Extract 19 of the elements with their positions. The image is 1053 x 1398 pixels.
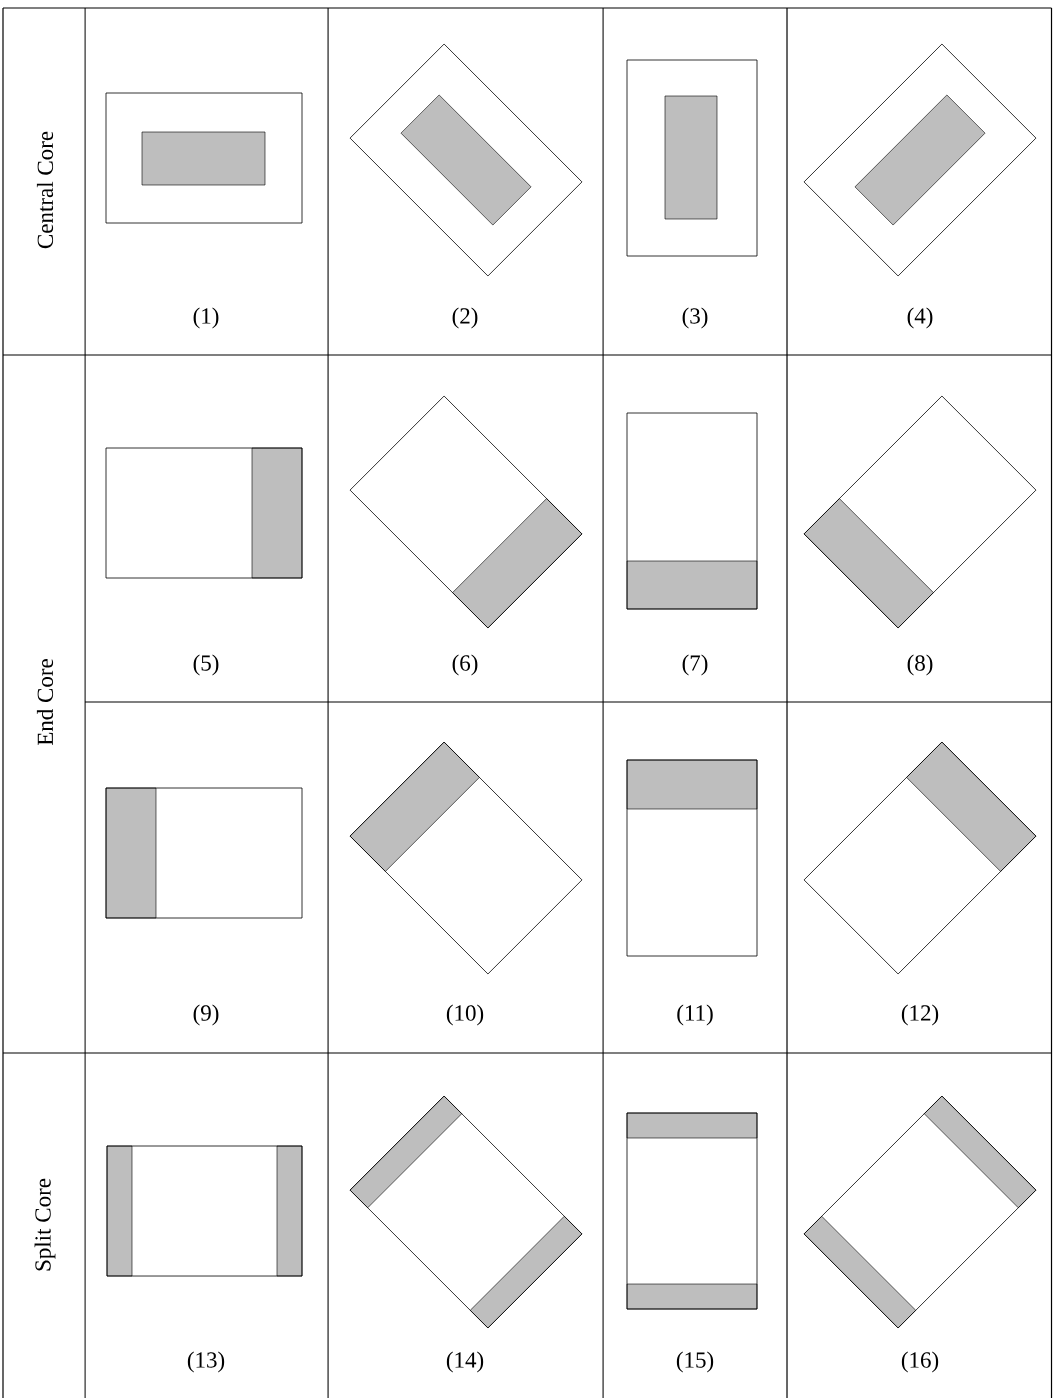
cell-number: (1) (193, 307, 219, 329)
cell-number: (2) (452, 307, 478, 329)
row-header: Split Core (34, 1178, 56, 1271)
cell-number: (5) (193, 654, 219, 676)
cell-number: (8) (907, 654, 933, 676)
cell-number: (9) (193, 1004, 219, 1026)
cell-number: (14) (446, 1351, 484, 1373)
row-header: End Core (36, 659, 54, 746)
row-header: Central Core (36, 131, 54, 249)
cell-number: (6) (452, 654, 478, 676)
cell-number: (4) (907, 307, 933, 329)
cell-number: (7) (682, 654, 708, 676)
cell-number: (11) (677, 1004, 713, 1026)
cell-number: (3) (682, 307, 708, 329)
cell-number: (16) (901, 1351, 939, 1373)
cell-number: (13) (187, 1351, 225, 1373)
cell-number: (10) (446, 1004, 484, 1026)
cell-number: (12) (901, 1004, 939, 1026)
cell-number: (15) (676, 1351, 714, 1373)
